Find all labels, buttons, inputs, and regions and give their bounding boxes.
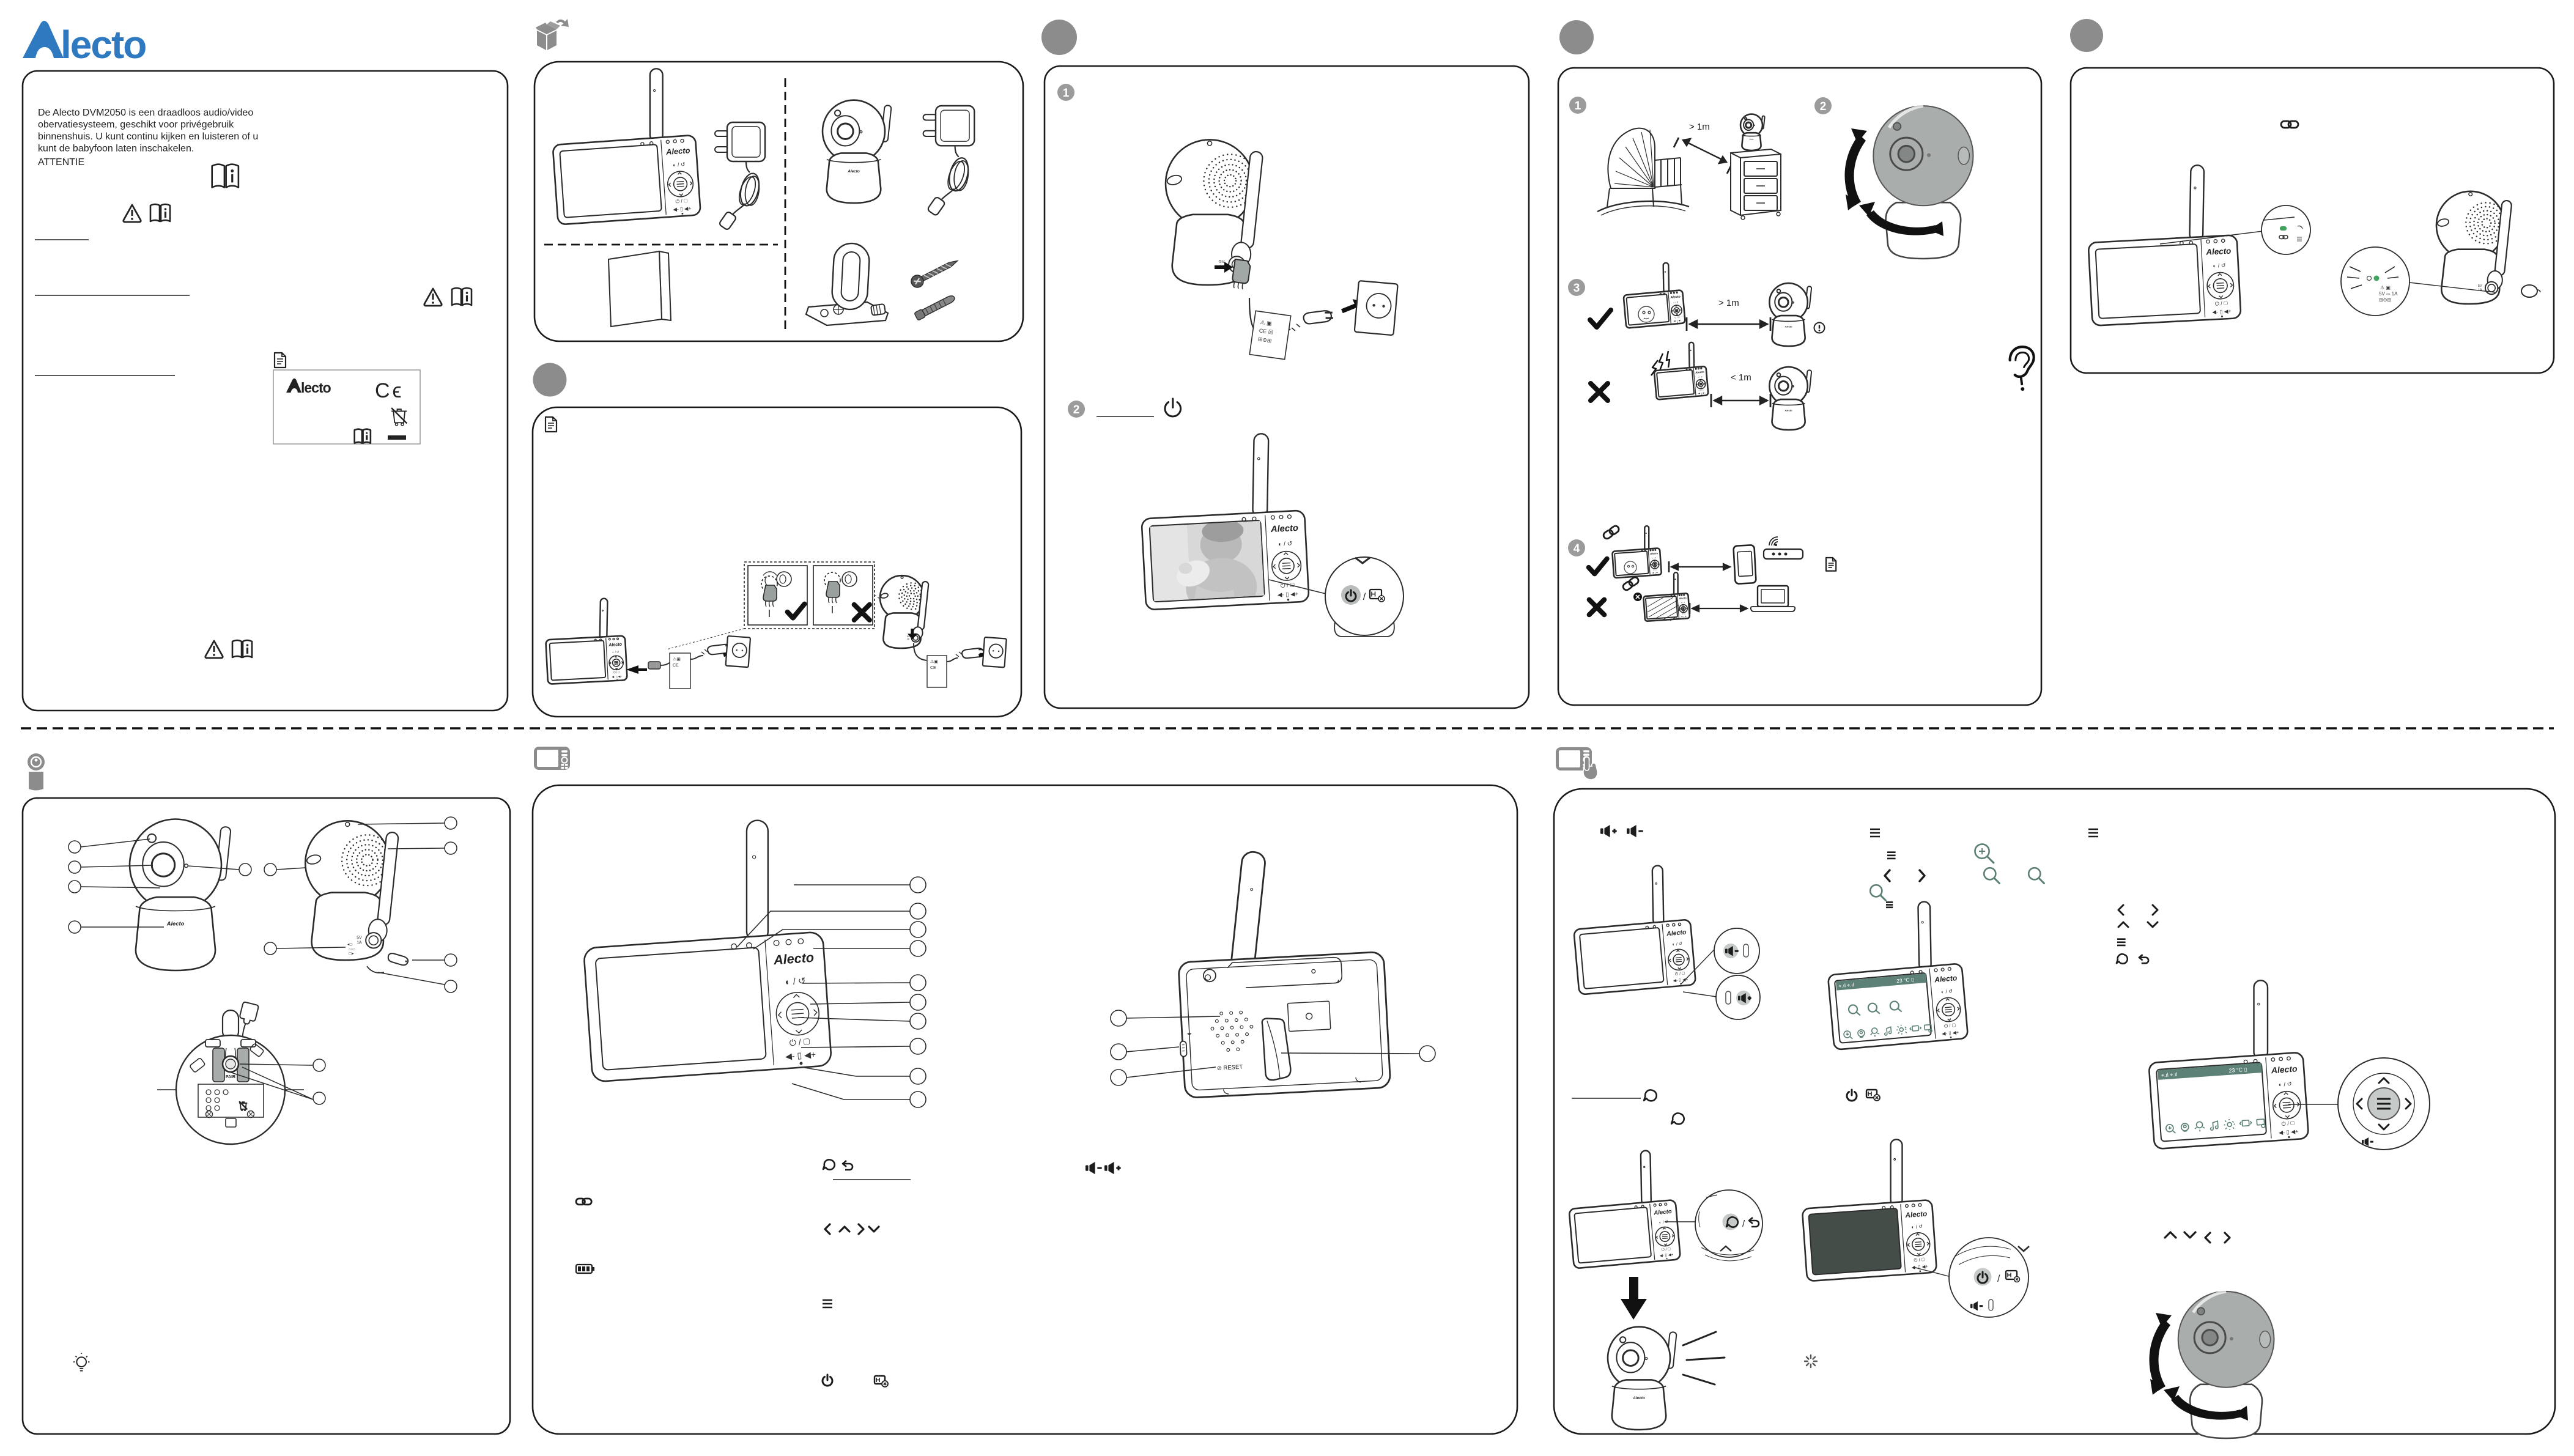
svg-text:/: / — [1363, 592, 1366, 602]
svg-text:lecto: lecto — [61, 23, 146, 67]
svg-text:○○○: ○○○ — [349, 948, 355, 952]
svg-text:binnenshuis. U kunt continu ki: binnenshuis. U kunt continu kijken en lu… — [38, 131, 258, 142]
svg-text:⌖.ıl ⌖.ıl: ⌖.ıl ⌖.ıl — [1838, 981, 1854, 989]
svg-text:5V ⎓ 1A: 5V ⎓ 1A — [2379, 291, 2398, 297]
svg-text:⚠ ▣: ⚠ ▣ — [2380, 285, 2391, 290]
svg-text:lecto: lecto — [301, 380, 331, 396]
svg-text:⚠ ▣: ⚠ ▣ — [1260, 319, 1272, 327]
svg-text:> 1m: > 1m — [1718, 298, 1739, 308]
svg-text:⊘ RESET: ⊘ RESET — [1217, 1064, 1243, 1072]
svg-text:1: 1 — [1575, 100, 1581, 113]
svg-text:CE: CE — [930, 666, 936, 670]
svg-text:De Alecto DVM2050 is een draad: De Alecto DVM2050 is een draadloos audio… — [38, 108, 253, 118]
svg-text:⚠▣: ⚠▣ — [930, 659, 938, 664]
svg-text:ATTENTIE: ATTENTIE — [38, 157, 84, 168]
svg-text:◂▢: ◂▢ — [347, 943, 353, 947]
svg-text:▢▸: ▢▸ — [349, 952, 354, 956]
svg-text:⊞⊝⊞: ⊞⊝⊞ — [1257, 336, 1272, 344]
svg-text:/: / — [1742, 1219, 1745, 1229]
svg-text:> 1m: > 1m — [1689, 122, 1710, 132]
svg-text:⚠▣: ⚠▣ — [673, 657, 681, 662]
svg-text:2: 2 — [1820, 100, 1827, 113]
svg-text:PAIR: PAIR — [226, 1075, 235, 1079]
svg-text:⊞⊝⊞: ⊞⊝⊞ — [2379, 297, 2391, 303]
svg-text:1: 1 — [1063, 87, 1070, 100]
svg-text:⌖.ıl ⌖.ıl: ⌖.ıl ⌖.ıl — [2161, 1071, 2177, 1079]
svg-text:CE: CE — [673, 663, 679, 668]
svg-text:23 °C ▯: 23 °C ▯ — [1896, 977, 1914, 984]
svg-text:CE ☒: CE ☒ — [1259, 327, 1273, 335]
svg-text:< 1m: < 1m — [1731, 372, 1751, 383]
svg-text:Cϵ: Cϵ — [375, 379, 404, 402]
svg-text:◂▶: ◂▶ — [1187, 1032, 1192, 1036]
svg-text:/: / — [1997, 1274, 2000, 1284]
svg-text:kunt de babyfoon laten inschak: kunt de babyfoon laten inschakelen. — [38, 144, 194, 154]
svg-text:23 °C ▯: 23 °C ▯ — [2228, 1066, 2247, 1074]
svg-text:2: 2 — [1073, 404, 1080, 416]
svg-text:obervatiesysteem, geschikt voo: obervatiesysteem, geschikt voor privégeb… — [38, 120, 234, 130]
svg-text:3: 3 — [1574, 282, 1580, 295]
svg-text:4: 4 — [1574, 542, 1580, 555]
